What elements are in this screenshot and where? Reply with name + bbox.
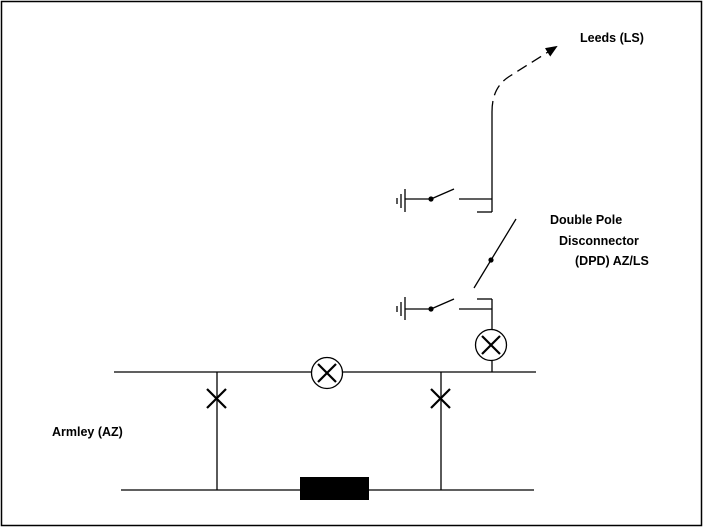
dpd-label-line3: (DPD) AZ/LS — [575, 254, 649, 268]
bus-coupler-circuit-breaker — [310, 356, 344, 390]
leeds-feeder — [491, 45, 558, 212]
dpd-label-line1: Double Pole — [550, 213, 622, 227]
leeds-label: Leeds (LS) — [580, 31, 644, 45]
double-pole-disconnector — [473, 211, 517, 289]
earth-switch-lower — [396, 297, 492, 320]
left-disconnector — [206, 372, 227, 490]
earth-switch-upper — [396, 188, 492, 212]
feeder-circuit-breaker — [474, 328, 508, 362]
armley-label: Armley (AZ) — [52, 425, 123, 439]
dpd-label-line2: Disconnector — [559, 234, 639, 248]
reactor-block — [300, 477, 369, 500]
feeder-lower — [477, 298, 493, 372]
right-disconnector — [430, 372, 451, 490]
